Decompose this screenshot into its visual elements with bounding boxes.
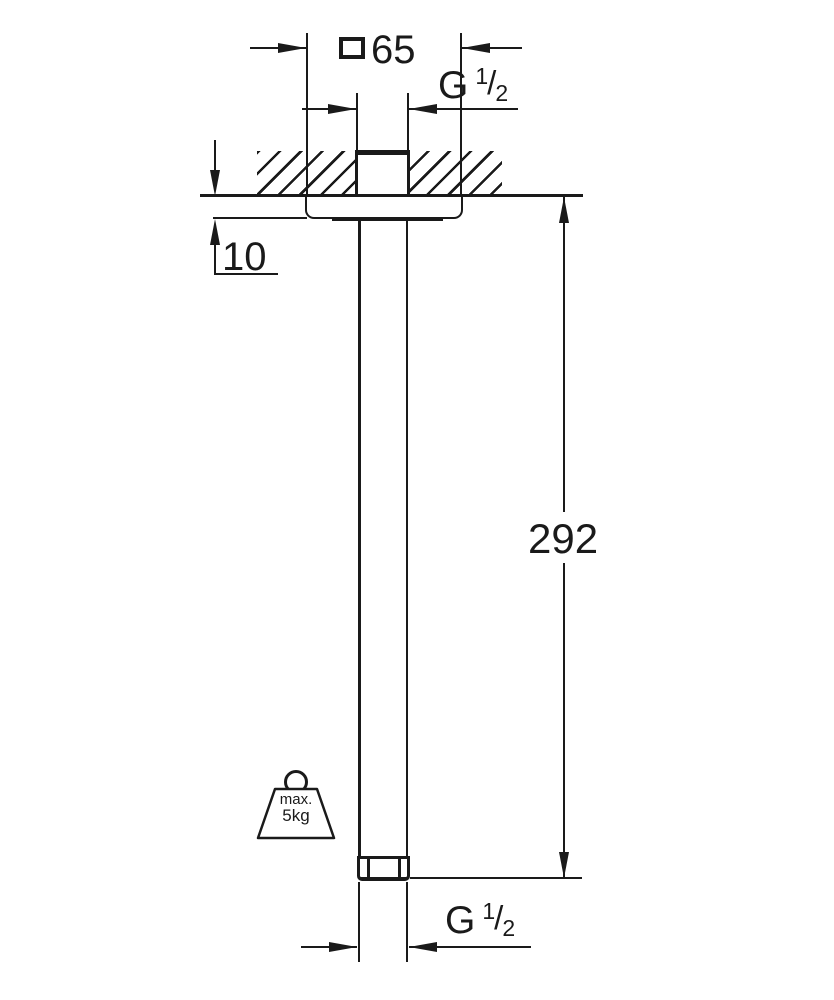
weight-body-icon <box>256 787 336 840</box>
offset-dim-arrow-down-icon <box>210 170 220 196</box>
offset-dim-leader <box>214 273 278 275</box>
thread-numerator: 1 <box>475 63 489 89</box>
mounting-flange <box>305 197 463 219</box>
extension-line-outlet-right <box>406 882 408 962</box>
weight-limit-line1: max. <box>279 791 313 808</box>
length-dim-line-top <box>563 197 565 512</box>
flange-bottom-contour <box>332 219 443 221</box>
offset-dim-arrow-up-icon <box>210 219 220 245</box>
width-dim-label: 65 <box>371 28 416 72</box>
extension-line-flange-left <box>306 33 308 194</box>
thread-denominator: 2 <box>495 80 509 106</box>
thread-top-dim-line-right <box>409 108 518 110</box>
extension-line-flange-left-through-hatch <box>306 151 308 195</box>
thread-bottom-dim-line-right <box>409 946 531 948</box>
thread-bottom-dim-arrow-right-icon <box>409 942 437 952</box>
thread-slash: / <box>494 899 504 936</box>
pipe-right-edge <box>405 219 408 857</box>
offset-dim-stem-bottom <box>214 243 216 274</box>
extension-line-flange-bottom <box>213 217 307 219</box>
thread-letter: G <box>445 899 476 942</box>
end-nut <box>357 856 410 881</box>
extension-line-outlet-left <box>358 882 360 962</box>
extension-line-thread-right <box>407 93 409 151</box>
thread-slash: / <box>487 64 497 101</box>
offset-dim-label: 10 <box>222 235 267 279</box>
thread-numerator: 1 <box>482 898 496 924</box>
length-dim-arrow-down-icon <box>559 852 569 878</box>
nut-facet-line-right <box>398 859 401 877</box>
thread-connector <box>355 150 410 196</box>
width-dim-arrow-left-icon <box>278 43 306 53</box>
thread-top-dim-arrow-right-icon <box>409 104 437 114</box>
weight-limit-line2: 5kg <box>282 806 310 825</box>
width-dim-line-right <box>462 47 522 49</box>
length-dim-line-bottom <box>563 563 565 878</box>
thread-letter: G <box>438 64 469 107</box>
thread-bottom-dim-arrow-left-icon <box>329 942 357 952</box>
extension-line-arm-end <box>410 877 582 879</box>
pipe-left-edge <box>358 219 361 857</box>
offset-dim-stem-top <box>214 140 216 174</box>
nut-facet-line-left <box>367 859 370 877</box>
weight-limit-icon <box>256 770 336 840</box>
extension-line-flange-right <box>460 33 462 194</box>
ceiling-line <box>200 194 583 197</box>
thread-denominator: 2 <box>502 915 516 941</box>
thread-top-dim-arrow-left-icon <box>328 104 356 114</box>
extension-line-thread-left <box>356 93 358 151</box>
square-section-symbol-icon <box>339 37 365 59</box>
width-dim-arrow-right-icon <box>462 43 490 53</box>
extension-line-flange-right-through-hatch <box>460 151 462 195</box>
length-dim-label: 292 <box>528 515 599 562</box>
